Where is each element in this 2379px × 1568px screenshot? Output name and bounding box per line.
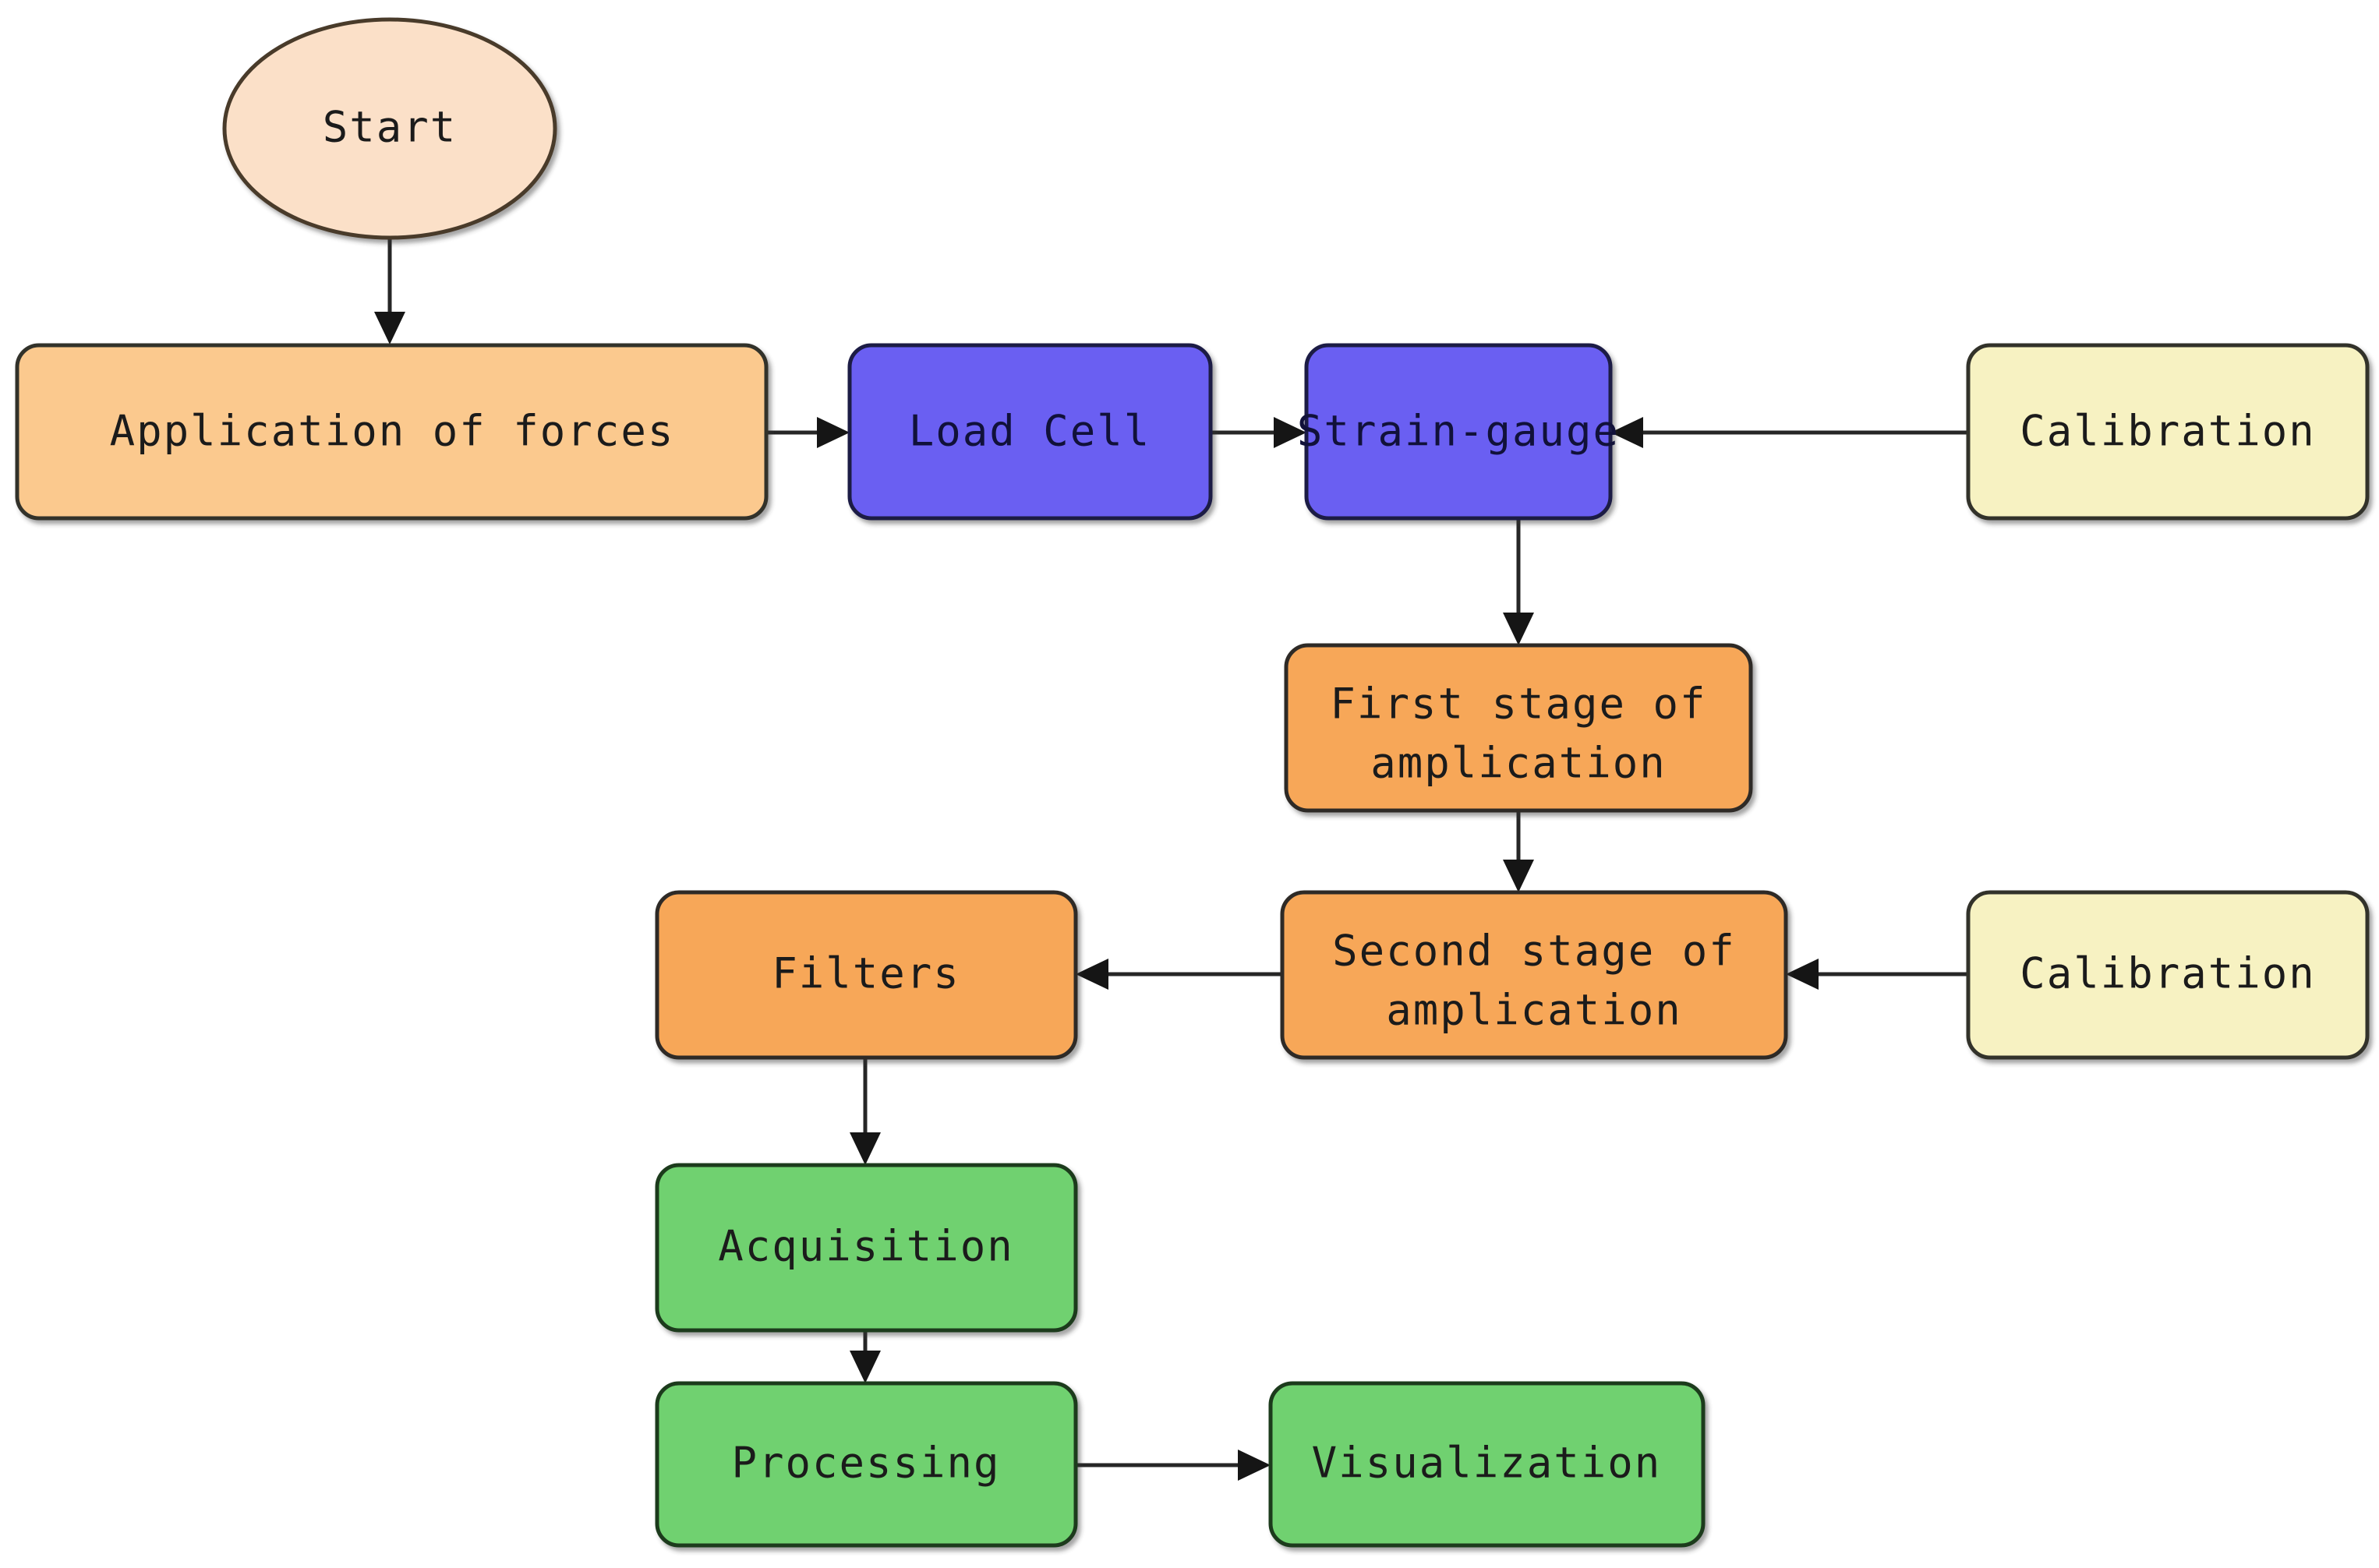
node-second-stage-amplication[interactable]: Second stage of amplication <box>1280 890 1788 1060</box>
calibration-bottom-label: Calibration <box>2020 949 2316 998</box>
acquisition-rect <box>655 1163 1078 1333</box>
strain-gauge-rect <box>1304 343 1613 521</box>
calibration-top-rect <box>1966 343 2370 521</box>
acquisition-label: Acquisition <box>718 1222 1014 1271</box>
edge-calibration-top-to-strain <box>1610 417 1968 448</box>
strain-gauge-label: Strain-gauge <box>1297 407 1620 456</box>
edge-second-stage-to-filters <box>1076 959 1282 990</box>
second-stage-label-line1: Second stage of <box>1332 927 1736 976</box>
application-of-forces-rect <box>15 343 769 521</box>
load-cell-label: Load Cell <box>909 407 1151 456</box>
edge-processing-to-visualization <box>1074 1450 1271 1481</box>
start-ellipse-shape <box>222 17 557 240</box>
node-calibration-bottom[interactable]: Calibration <box>1966 890 2370 1060</box>
edge-forces-to-loadcell <box>766 417 850 448</box>
first-stage-label-line1: First stage of <box>1330 680 1706 729</box>
node-filters[interactable]: Filters <box>655 890 1078 1060</box>
edge-strain-to-first-stage <box>1503 512 1534 645</box>
node-visualization[interactable]: Visualization <box>1268 1381 1706 1548</box>
node-acquisition[interactable]: Acquisition <box>655 1163 1078 1333</box>
calibration-top-label: Calibration <box>2020 407 2316 456</box>
node-processing[interactable]: Processing <box>655 1381 1078 1548</box>
edge-loadcell-to-strain <box>1211 417 1306 448</box>
node-load-cell[interactable]: Load Cell <box>847 343 1213 521</box>
node-strain-gauge[interactable]: Strain-gauge <box>1297 343 1620 521</box>
start-label: Start <box>323 103 458 152</box>
edge-calibration-bottom-to-second-stage <box>1786 959 1968 990</box>
visualization-rect <box>1268 1381 1706 1548</box>
visualization-label: Visualization <box>1312 1439 1662 1488</box>
first-stage-label-line2: amplication <box>1370 739 1667 788</box>
edge-acquisition-to-processing <box>850 1330 881 1383</box>
first-stage-rect <box>1284 643 1753 813</box>
node-first-stage-amplication[interactable]: First stage of amplication <box>1284 643 1753 813</box>
processing-label: Processing <box>731 1439 1000 1488</box>
node-calibration-top[interactable]: Calibration <box>1966 343 2370 521</box>
edge-filters-to-acquisition <box>850 1058 881 1165</box>
edge-first-stage-to-second-stage <box>1503 810 1534 892</box>
filters-rect <box>655 890 1078 1060</box>
node-application-of-forces[interactable]: Application of forces <box>15 343 769 521</box>
application-of-forces-label: Application of forces <box>110 407 675 456</box>
filters-label: Filters <box>772 949 960 998</box>
load-cell-rect <box>847 343 1213 521</box>
second-stage-label-line2: amplication <box>1386 986 1682 1035</box>
calibration-bottom-rect <box>1966 890 2370 1060</box>
edge-start-to-forces <box>374 238 405 344</box>
processing-rect <box>655 1381 1078 1548</box>
second-stage-rect <box>1280 890 1788 1060</box>
node-start[interactable]: Start <box>222 17 557 240</box>
